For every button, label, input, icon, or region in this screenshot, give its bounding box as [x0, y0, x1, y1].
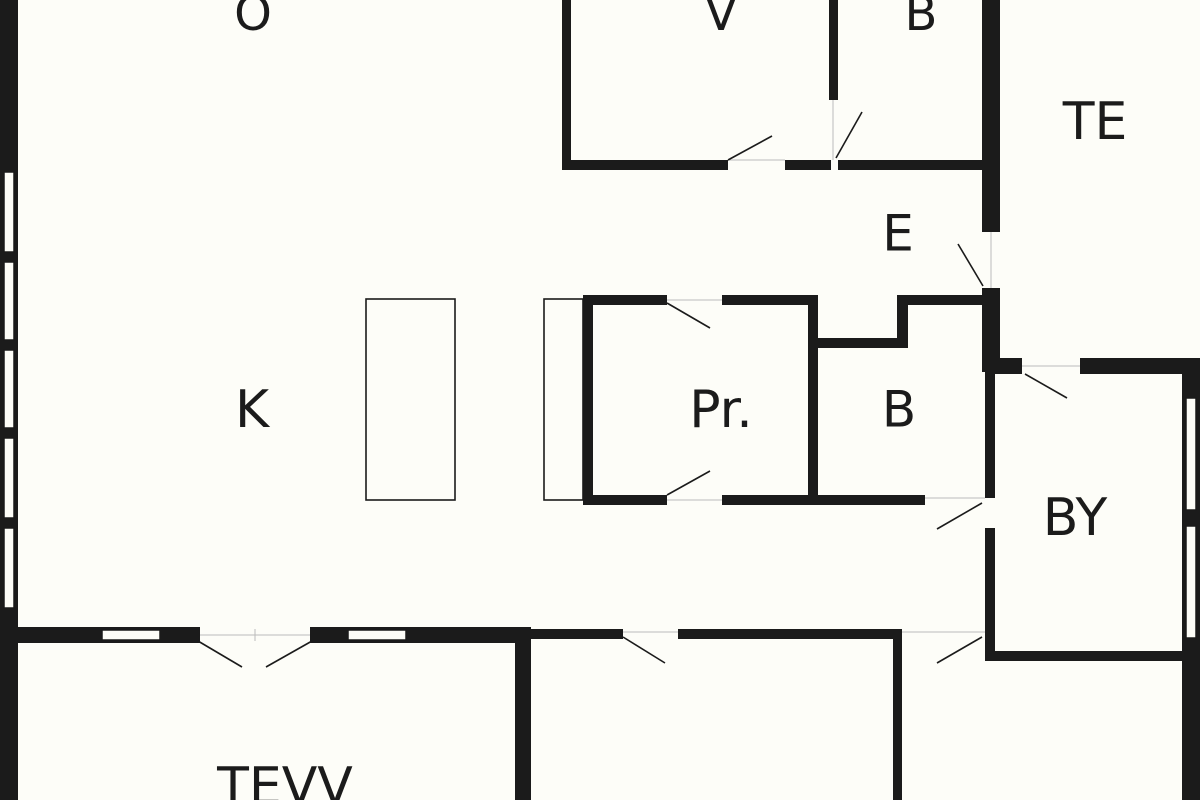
window-left-5 [3, 527, 15, 609]
door-leaf-te [957, 243, 984, 287]
wall-pr-bottom-left [583, 495, 667, 505]
door-leaf-lower-right [936, 636, 983, 664]
wall-v-left [562, 0, 571, 170]
room-label-tevv: TEVV [216, 757, 353, 800]
room-label-pr: Pr. [689, 380, 753, 440]
kitchen-island [365, 298, 456, 501]
wall-v-bottom-left [562, 160, 728, 170]
wall-te-bottom-right [1080, 358, 1200, 374]
door-leaf-b-top [835, 111, 863, 159]
wall-v-bottom-right [785, 160, 831, 170]
wall-tevv-right [515, 627, 531, 800]
door-leaf-by-top [1024, 373, 1068, 399]
door-leaf-lower-mid [622, 636, 666, 664]
window-bottom-2 [347, 629, 407, 641]
room-label-b-mid: B [882, 381, 916, 439]
wall-te-left-lower [982, 288, 1000, 372]
window-left-2 [3, 261, 15, 341]
room-label-e: E [882, 205, 914, 263]
room-labels: O V B TE E K Pr. B BY TEVV [216, 0, 1127, 800]
room-label-te: TE [1062, 92, 1128, 152]
room-label-v: V [705, 0, 738, 42]
room-label-o: O [234, 0, 272, 42]
door-leaf-by-side [936, 502, 983, 530]
wall-lower-room-top-mid [678, 629, 900, 639]
door-leaf-pr-bottom [666, 470, 711, 496]
door-leaf-pr-top [666, 302, 711, 329]
wall-by-left-upper [985, 372, 995, 498]
wall-by-left-lower [985, 528, 995, 661]
wall-b-mid-step-vertical [897, 295, 908, 348]
window-bottom-1 [101, 629, 161, 641]
wall-pr-bottom-right [722, 495, 925, 505]
wall-bottom-door-jamb-left [160, 627, 200, 643]
window-right-2 [1185, 525, 1197, 639]
door-leaf-tevv-left [197, 640, 243, 668]
wall-b-top-bottom [838, 160, 988, 170]
window-right-1 [1185, 397, 1197, 511]
door-leaf-v [727, 135, 773, 161]
window-left-1 [3, 171, 15, 253]
wall-bottom-door-jamb-right [310, 627, 348, 643]
wall-b-mid-step-bottom [808, 338, 908, 348]
wall-lower-room-top-left [531, 629, 623, 639]
wall-v-b-divider [829, 0, 838, 100]
room-label-by: BY [1043, 488, 1108, 548]
wall-pr-left [583, 295, 593, 505]
wall-by-bottom [985, 651, 1185, 661]
window-left-3 [3, 349, 15, 429]
room-label-b-top: B [905, 0, 938, 42]
room-label-k: K [235, 380, 271, 440]
doors [197, 100, 1080, 668]
wall-te-left-upper [982, 0, 1000, 232]
wall-pr-top-left [583, 295, 667, 305]
wall-te-bottom-left [992, 358, 1022, 374]
windows [3, 171, 1197, 641]
wall-pr-top-right [722, 295, 818, 305]
wall-lower-divider [893, 629, 902, 800]
wall-pr-right [808, 295, 818, 505]
door-leaf-tevv-right [265, 640, 313, 668]
kitchen-counter [543, 298, 584, 501]
wall-b-mid-top [897, 295, 992, 305]
window-left-4 [3, 437, 15, 519]
fixtures [365, 298, 584, 501]
